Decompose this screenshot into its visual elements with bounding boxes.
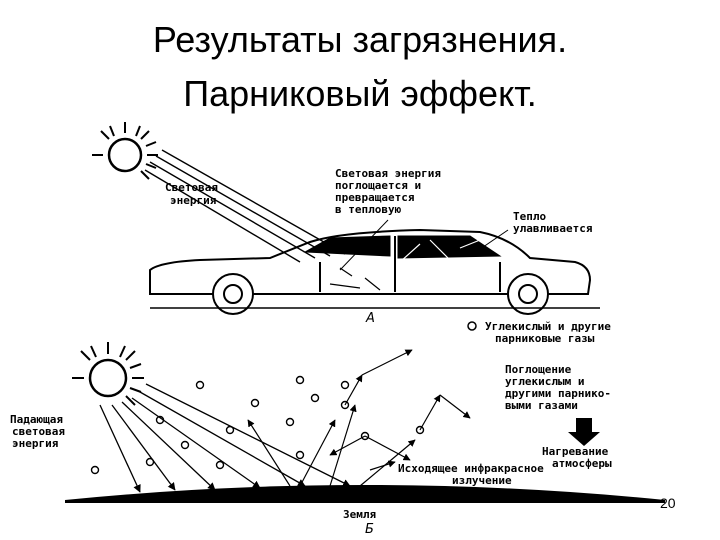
label-heating-2: атмосферы [552,457,612,470]
car-illustration [149,228,600,315]
label-absorption-1: Поглощение [505,363,572,376]
label-absorbed-2: поглощается и [335,179,421,192]
label-diagram-a: А [365,311,375,326]
pointer-heat [469,229,509,257]
heating-arrow-icon [568,418,600,446]
legend-gases-2: парниковые газы [495,332,595,345]
label-light-energy-1: Световая [165,181,218,194]
label-incident-1: Падающая [10,413,63,426]
label-incident-3: энергия [12,437,58,450]
pointer-absorbed [339,219,389,271]
label-diagram-b: Б [365,522,374,537]
incoming-rays [99,383,351,493]
legend-gas-icon [467,321,477,331]
gas-molecules [90,375,425,475]
outgoing-ir-rays [247,349,471,487]
label-incident-2: световая [12,425,65,438]
label-heating-1: Нагревание [542,445,609,458]
label-absorption-4: выми газами [505,399,578,412]
label-earth: Земля [343,508,376,521]
sun-icon-b [72,342,144,406]
page-number: 20 [660,495,676,511]
slide-title-line-1: Результаты загрязнения. [152,19,568,60]
label-absorbed-3: превращается [335,191,414,204]
legend-gases-1: Углекислый и другие [485,320,611,333]
sun-icon-a [92,122,158,180]
label-light-energy-2: энергия [170,194,216,207]
label-absorbed-4: в тепловую [335,203,402,216]
label-heat-2: улавливается [513,222,592,235]
label-absorption-3: другими парнико- [505,387,611,400]
earth-surface [65,485,665,503]
label-outgoing-1: Исходящее инфракрасное [398,462,544,475]
label-absorption-2: углекислым и [505,375,584,388]
light-beam-a [144,149,346,263]
label-outgoing-2: излучение [452,474,512,487]
slide-title-line-2: Парниковый эффект. [183,73,537,114]
label-absorbed-1: Световая энергия [335,167,441,180]
label-heat-1: Тепло [513,210,546,223]
